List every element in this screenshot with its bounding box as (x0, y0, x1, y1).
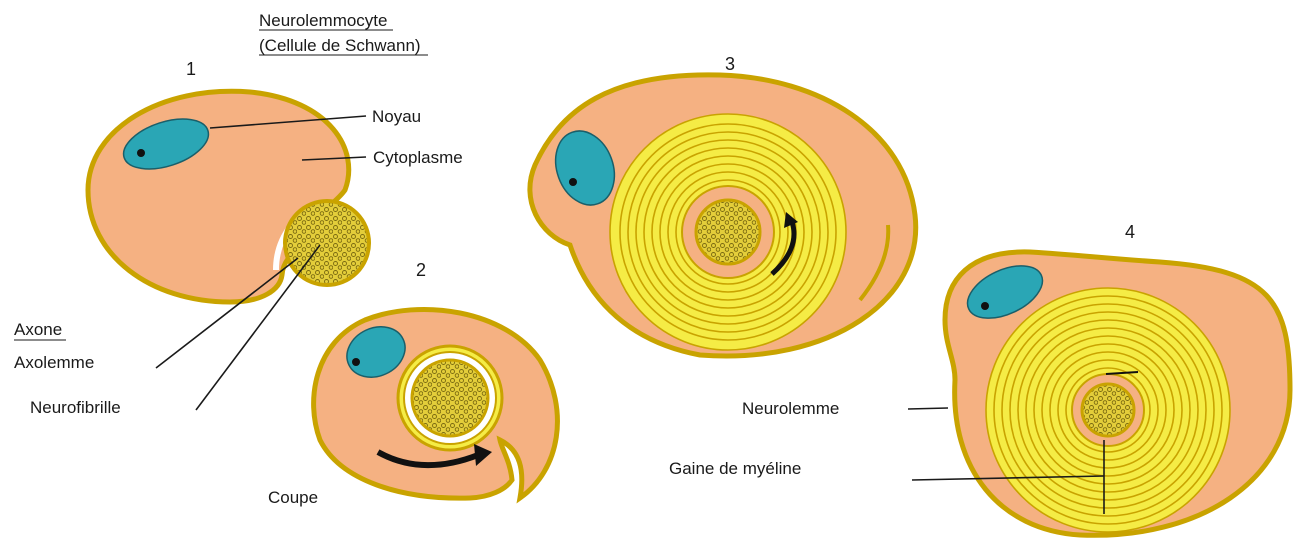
step-2-number: 2 (416, 260, 426, 280)
label-axone: Axone (14, 320, 62, 339)
cell-stage-1 (88, 91, 369, 302)
step-3-number: 3 (725, 54, 735, 74)
title-cellule-schwann: (Cellule de Schwann) (259, 36, 421, 55)
step-4-number: 4 (1125, 222, 1135, 242)
axon-2 (412, 360, 488, 436)
axon-1 (285, 201, 369, 285)
label-neurolemme: Neurolemme (742, 399, 839, 418)
label-gaine-de-myeline: Gaine de myéline (669, 459, 801, 478)
label-cytoplasme: Cytoplasme (373, 148, 463, 167)
cell-stage-3 (530, 75, 916, 356)
cell-stage-2 (314, 309, 558, 498)
step-1-number: 1 (186, 59, 196, 79)
cell-stage-4 (945, 252, 1290, 535)
label-coupe: Coupe (268, 488, 318, 507)
label-neurofibrille: Neurofibrille (30, 398, 121, 417)
label-axolemme: Axolemme (14, 353, 94, 372)
title-neurolemmocyte: Neurolemmocyte (259, 11, 388, 30)
axon-3 (696, 200, 760, 264)
label-noyau: Noyau (372, 107, 421, 126)
axon-4 (1082, 384, 1134, 436)
